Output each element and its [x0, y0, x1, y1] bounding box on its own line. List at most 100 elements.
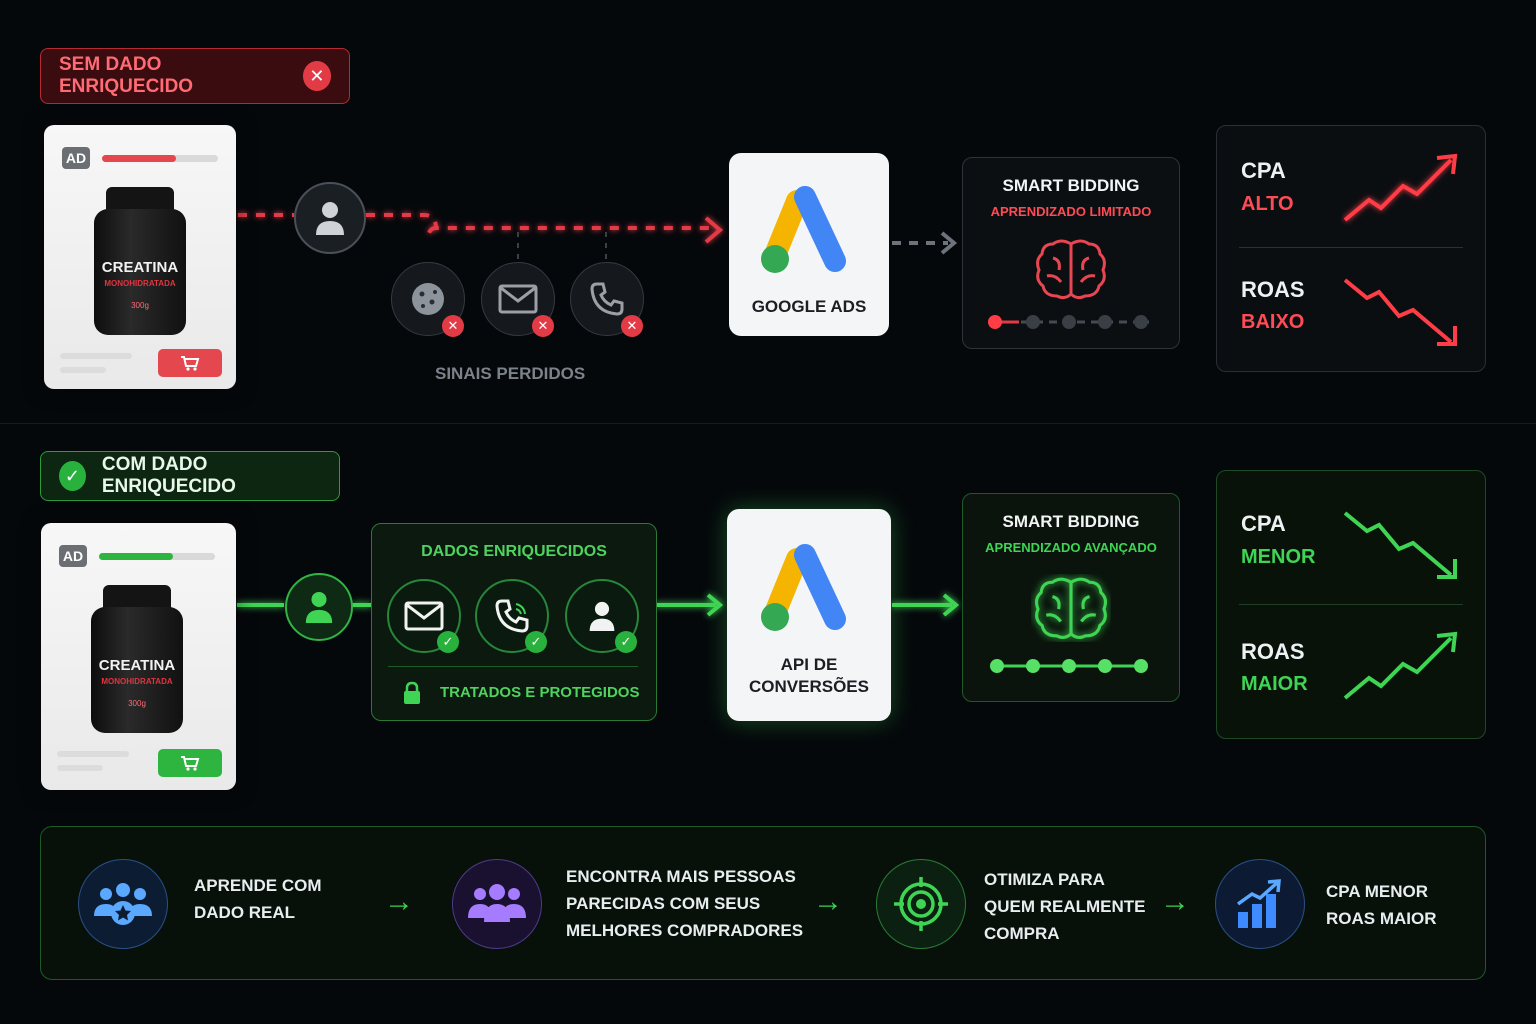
- cart-button[interactable]: [158, 349, 222, 377]
- ad-tag: AD: [59, 545, 87, 567]
- step-line: MELHORES COMPRADORES: [566, 921, 804, 940]
- step-line: QUEM REALMENTE: [984, 897, 1146, 916]
- google-ads-logo: [761, 186, 846, 273]
- product-jar: [91, 607, 183, 733]
- section-divider: [0, 423, 1536, 424]
- mail-icon: [404, 601, 444, 631]
- step-line: OTIMIZA PARA: [984, 870, 1105, 889]
- step-line: APRENDE COM: [194, 876, 322, 895]
- kpi-name-roas: ROAS: [1241, 639, 1305, 664]
- ad-tag: AD: [62, 147, 90, 169]
- phone-icon: [590, 282, 624, 316]
- platform-name-line2: CONVERSÕES: [749, 677, 869, 696]
- user-icon: [316, 202, 344, 235]
- smart-bidding-subtitle: APRENDIZADO LIMITADO: [990, 204, 1152, 219]
- brain-icon: [1034, 577, 1108, 640]
- cart-icon: [181, 356, 200, 371]
- lost-signal-cookie: ✕: [391, 262, 465, 337]
- google-ads-card: GOOGLE ADS: [729, 153, 889, 336]
- kpi-value-roas: MAIOR: [1241, 673, 1308, 695]
- placeholder-line: [60, 353, 132, 359]
- arrow-right-icon: →: [384, 885, 414, 918]
- enriched-divider: [388, 666, 638, 667]
- cart-button[interactable]: [158, 749, 222, 777]
- kpi-separator: [1239, 247, 1463, 248]
- jar-lid: [103, 585, 171, 611]
- conversions-api-card: API DE CONVERSÕES: [727, 509, 891, 721]
- cart-icon: [181, 756, 200, 771]
- trend-up-icon: [1343, 631, 1458, 700]
- step-2-text: ENCONTRA MAIS PESSOAS PARECIDAS COM SEUS…: [566, 863, 803, 944]
- kpi-panel-good: CPA MENOR ROAS MAIOR: [1216, 470, 1486, 739]
- enriched-signal-user: ✓: [565, 579, 639, 653]
- red-arrowhead: [704, 216, 724, 244]
- step-1: [78, 859, 168, 949]
- step-line: ENCONTRA MAIS PESSOAS: [566, 867, 796, 886]
- jar-lid: [106, 187, 174, 213]
- badge-label: SEM DADO ENRIQUECIDO: [59, 54, 194, 97]
- placeholder-line: [57, 751, 129, 757]
- product-subtitle: MONOHIDRATADA: [104, 279, 176, 288]
- people-group-icon: [468, 884, 526, 922]
- smart-bidding-title: SMART BIDDING: [1002, 176, 1140, 195]
- x-icon: ✕: [442, 315, 464, 337]
- learning-progress-dots: [990, 659, 1148, 673]
- kpi-name-roas: ROAS: [1241, 277, 1305, 302]
- audience-star-icon: [94, 883, 152, 925]
- platform-name-line1: API DE: [780, 655, 838, 674]
- trend-down-icon: [1343, 278, 1457, 346]
- ad-progress-bar: [99, 553, 173, 560]
- lost-signal-mail: ✕: [481, 262, 555, 337]
- user-node-bottom: [285, 573, 353, 641]
- kpi-name-cpa: CPA: [1241, 511, 1286, 536]
- step-line: CPA MENOR: [1326, 882, 1428, 901]
- badge-label: COM DADO ENRIQUECIDO: [101, 454, 236, 497]
- x-icon: ✕: [621, 315, 643, 337]
- kpi-value-cpa: MENOR: [1241, 546, 1316, 568]
- cookie-icon: [412, 283, 444, 315]
- lost-signals-label: SINAIS PERDIDOS: [435, 364, 586, 383]
- check-icon: ✓: [615, 631, 637, 653]
- smart-bidding-limited-panel: SMART BIDDING APRENDIZADO LIMITADO: [962, 157, 1180, 349]
- product-name: CREATINA: [101, 259, 179, 276]
- ad-card-bottom: AD CREATINA MONOHIDRATADA 300g: [41, 523, 236, 790]
- step-4-text: CPA MENOR ROAS MAIOR: [1326, 878, 1437, 932]
- mail-icon: [498, 284, 538, 314]
- step-1-text: APRENDE COM DADO REAL: [194, 872, 322, 926]
- x-icon: ✕: [532, 315, 554, 337]
- product-weight: 300g: [128, 699, 146, 708]
- learning-progress-dots: [988, 315, 1149, 329]
- ad-progress-bar: [102, 155, 176, 162]
- smart-bidding-advanced-panel: SMART BIDDING APRENDIZADO AVANÇADO: [962, 493, 1180, 702]
- step-line: DADO REAL: [194, 903, 296, 922]
- check-icon: ✓: [525, 631, 547, 653]
- user-icon: [589, 601, 615, 631]
- step-4: [1215, 859, 1305, 949]
- platform-name: GOOGLE ADS: [751, 297, 867, 316]
- bar-chart-up-icon: [1236, 879, 1281, 928]
- product-name: CREATINA: [98, 657, 176, 674]
- smart-bidding-subtitle: APRENDIZADO AVANÇADO: [985, 540, 1157, 555]
- lost-signal-phone: ✕: [570, 262, 644, 337]
- product-subtitle: MONOHIDRATADA: [101, 677, 173, 686]
- kpi-value-cpa: ALTO: [1241, 193, 1294, 215]
- step-line: ROAS MAIOR: [1326, 909, 1437, 928]
- user-node-top: [294, 182, 366, 254]
- enriched-signal-mail: ✓: [387, 579, 461, 653]
- placeholder-line: [57, 765, 103, 771]
- kpi-separator: [1239, 604, 1463, 605]
- smart-bidding-title: SMART BIDDING: [1002, 512, 1140, 531]
- product-jar: [94, 209, 186, 335]
- brain-icon: [1036, 239, 1106, 300]
- without-enriched-data-badge: SEM DADO ENRIQUECIDO ✕: [40, 48, 350, 104]
- lock-icon: [404, 681, 420, 704]
- kpi-panel-bad: CPA ALTO ROAS BAIXO: [1216, 125, 1486, 372]
- target-icon: [894, 877, 948, 931]
- step-line: COMPRA: [984, 924, 1060, 943]
- with-enriched-data-badge: ✓ COM DADO ENRIQUECIDO: [40, 451, 340, 501]
- trend-up-icon: [1343, 153, 1458, 222]
- phone-icon: [495, 599, 529, 633]
- placeholder-line: [60, 367, 106, 373]
- enriched-data-panel: DADOS ENRIQUECIDOS ✓ ✓ ✓ TRATADOS E PROT…: [371, 523, 657, 721]
- protected-label: TRATADOS E PROTEGIDOS: [440, 684, 640, 701]
